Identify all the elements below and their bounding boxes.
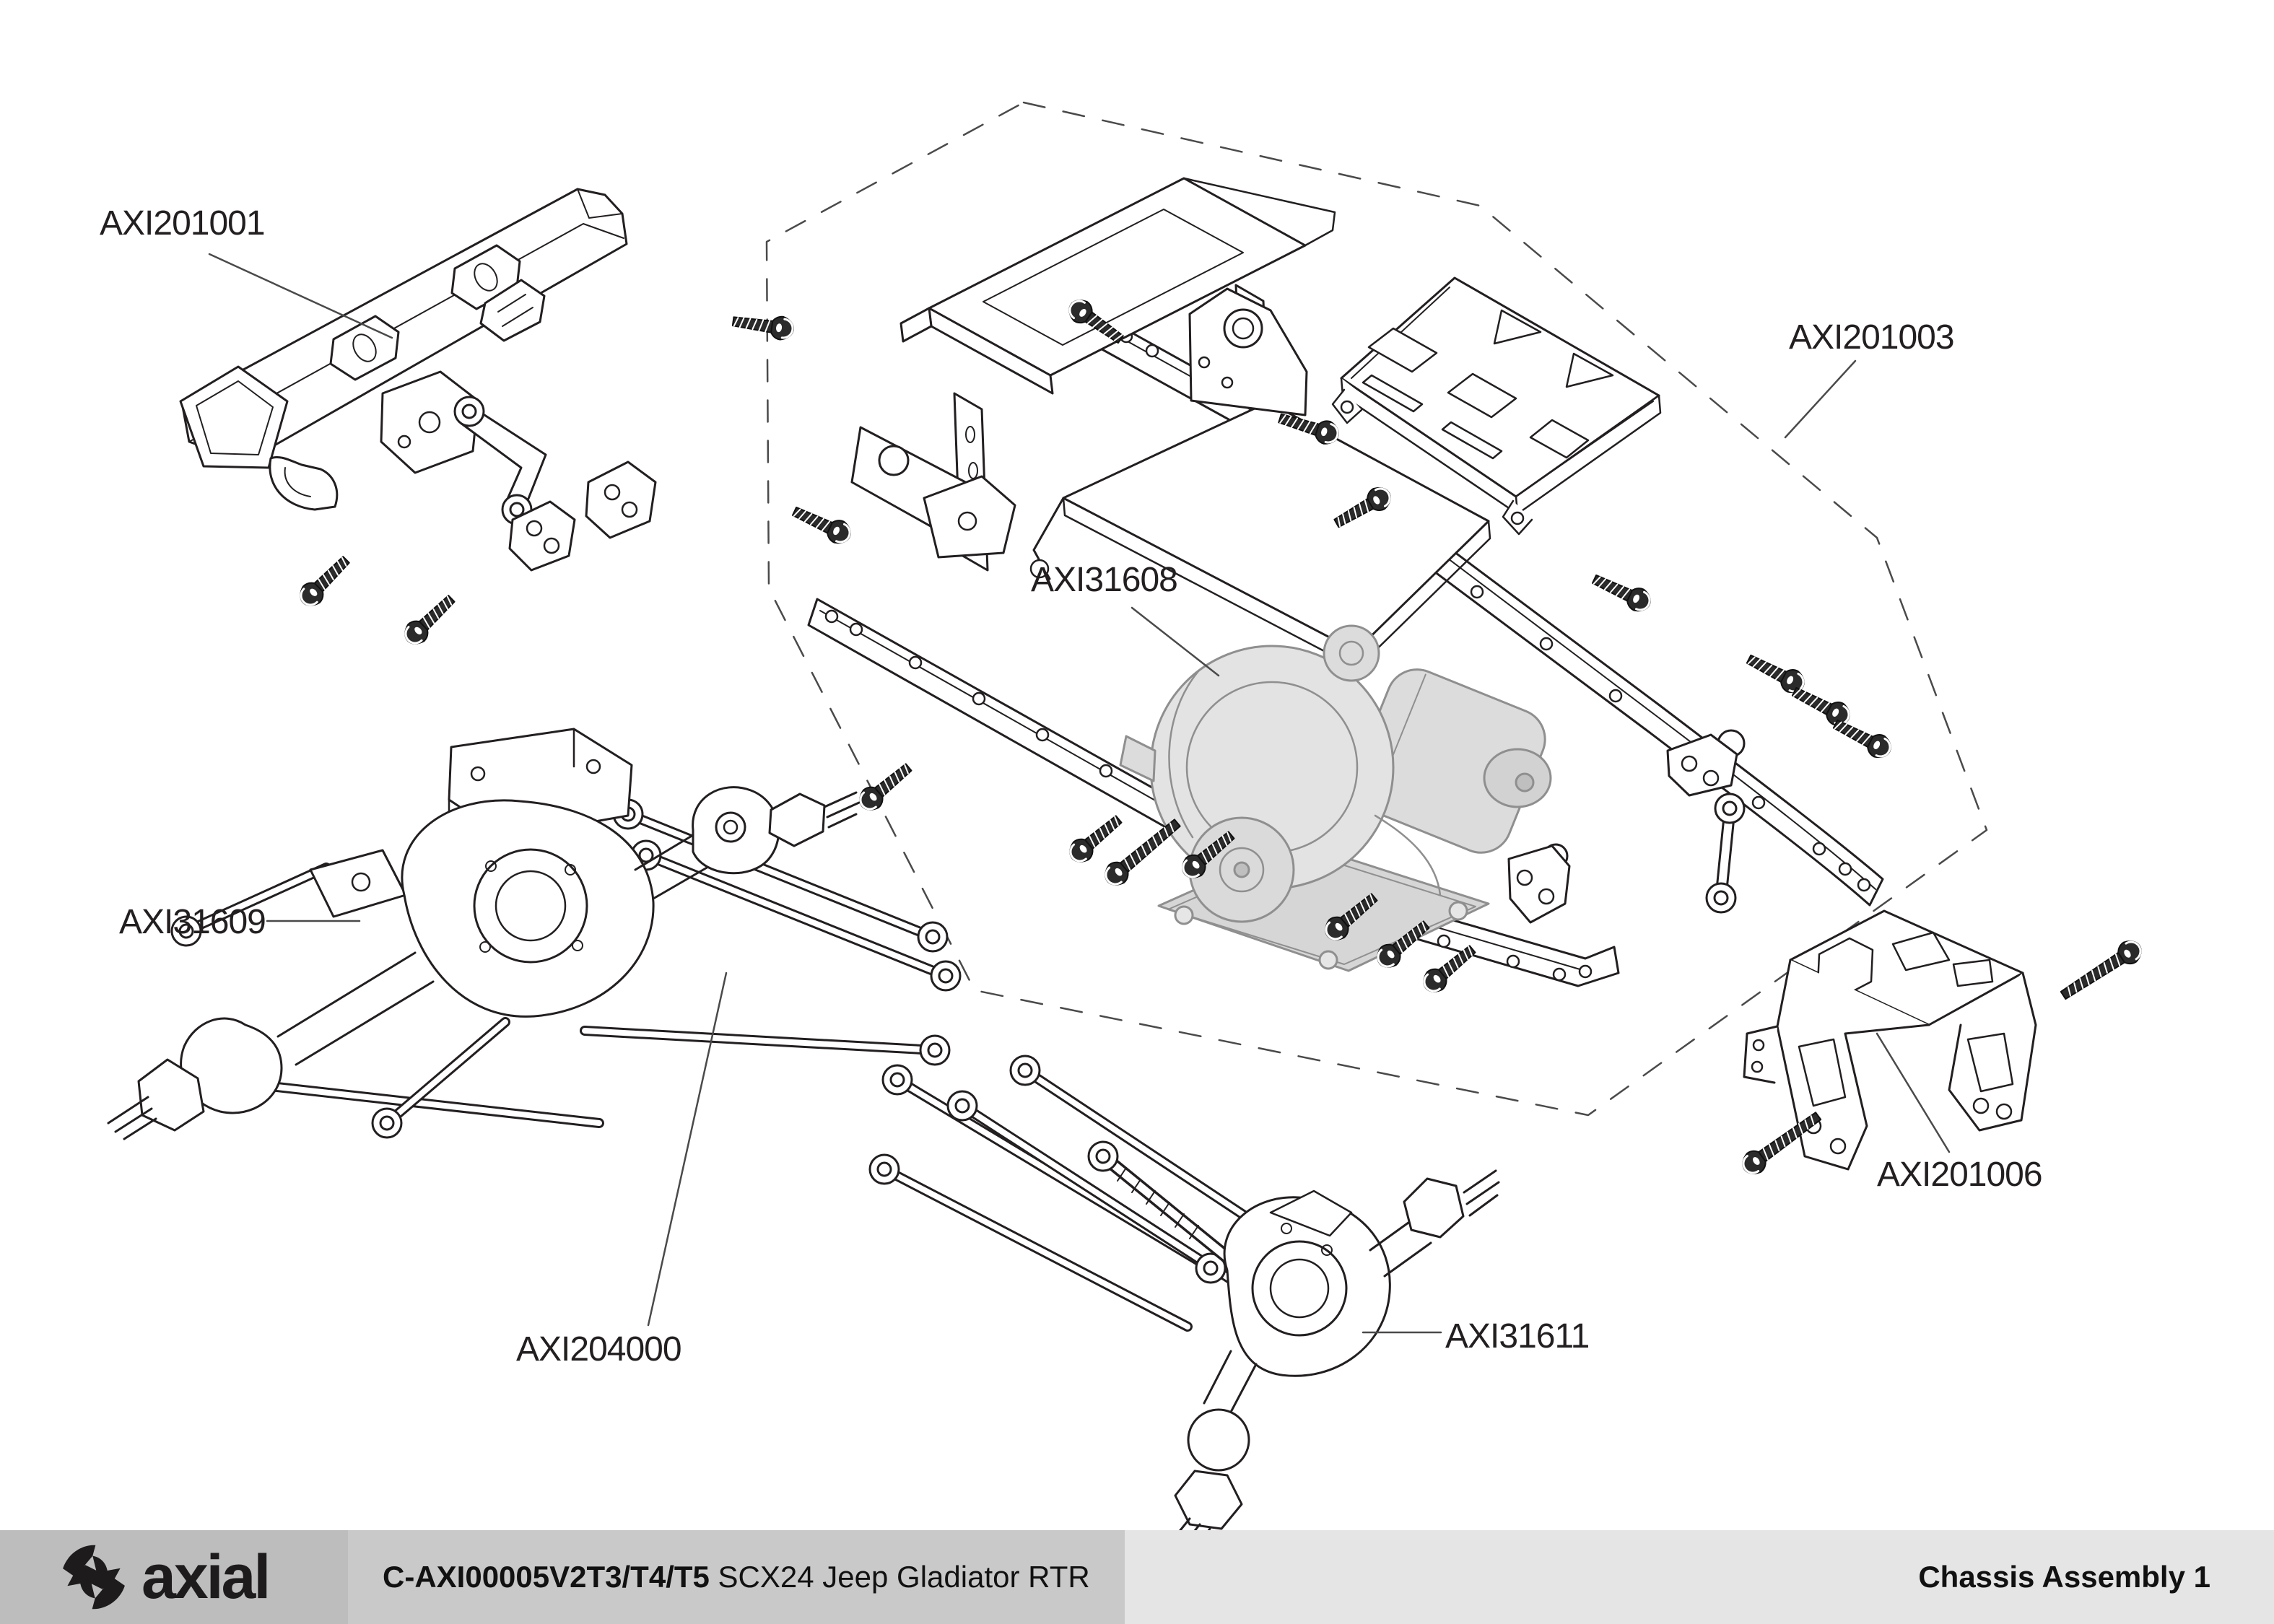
part-body-mount-bracket-a [1507, 843, 1571, 924]
screw [788, 499, 855, 549]
screw [1787, 680, 1855, 731]
part-label-axi31611: AXI31611 [1445, 1317, 1590, 1355]
screw [1588, 567, 1655, 616]
screw [853, 757, 918, 816]
axial-logo: axial [59, 1542, 271, 1613]
screw [1829, 712, 1896, 764]
footer-logo-section: axial [0, 1530, 348, 1624]
part-label-axi201006: AXI201006 [1877, 1156, 2043, 1194]
screw [1063, 809, 1128, 868]
axial-logo-icon [63, 1545, 125, 1610]
part-label-axi201003: AXI201003 [1789, 318, 1955, 357]
doc-subtitle: SCX24 Jeep Gladiator RTR [709, 1560, 1090, 1594]
footer-sheet-section: Chassis Assembly 1 [1125, 1530, 2274, 1624]
part-rear-brace [1743, 909, 2037, 1171]
part-label-axi204000: AXI204000 [516, 1330, 682, 1368]
screw [2055, 935, 2147, 1006]
sheet-title: Chassis Assembly 1 [1918, 1560, 2210, 1594]
leader-lines [208, 253, 1951, 1334]
part-label-axi201001: AXI201001 [100, 204, 266, 243]
part-battery-tray [1331, 276, 1662, 536]
dashed-boundary [765, 101, 1988, 1117]
part-front-axle [107, 728, 962, 1140]
doc-code: C-AXI00005V2T3/T4/T5 [383, 1560, 710, 1594]
part-label-axi31608: AXI31608 [1031, 561, 1178, 599]
screw [294, 550, 356, 612]
footer-bar: axial C-AXI00005V2T3/T4/T5 SCX24 Jeep Gl… [0, 1530, 2274, 1624]
screw [730, 308, 796, 343]
doc-title-line: C-AXI00005V2T3/T4/T5 SCX24 Jeep Gladiato… [383, 1560, 1090, 1594]
part-rear-axle-links [868, 1055, 1500, 1558]
footer-doc-section: C-AXI00005V2T3/T4/T5 SCX24 Jeep Gladiato… [348, 1530, 1125, 1624]
part-body-mount-bracket-b [1666, 729, 1746, 797]
part-skid-plate-group [179, 188, 657, 572]
screw [398, 589, 461, 650]
part-label-axi31609: AXI31609 [119, 903, 266, 941]
axial-logo-word: axial [141, 1542, 271, 1612]
part-servo-tray-assembly [850, 177, 1491, 765]
part-link-mount [1705, 793, 1746, 914]
